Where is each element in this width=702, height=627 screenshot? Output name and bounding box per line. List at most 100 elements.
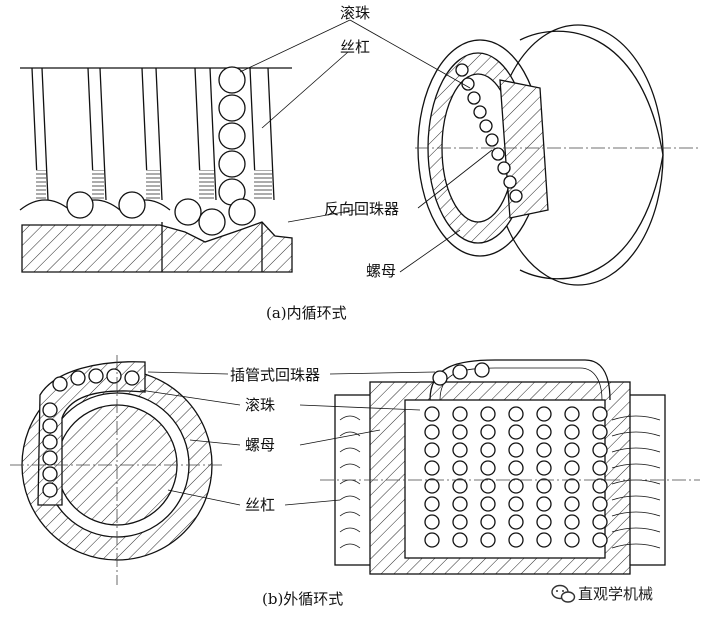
wechat-icon: [551, 584, 576, 603]
external-circulation-side-view: [320, 359, 700, 575]
ball: [118, 191, 146, 219]
screw-thread: [611, 447, 661, 453]
ball: [70, 370, 86, 386]
ball: [452, 496, 468, 512]
label-screw-a: 丝杠: [340, 38, 370, 56]
ball: [452, 514, 468, 530]
ball: [424, 406, 440, 422]
ball: [42, 466, 58, 482]
thread-shading: [254, 170, 272, 200]
label-deflector-a: 反向回珠器: [324, 200, 399, 218]
ball: [508, 478, 524, 494]
ball: [508, 496, 524, 512]
ball: [42, 482, 58, 498]
label-nut-b: 螺母: [245, 436, 275, 454]
ball: [88, 368, 104, 384]
internal-circulation-section: [19, 66, 293, 273]
screw-thread: [611, 511, 661, 517]
ball: [536, 424, 552, 440]
ball: [592, 460, 608, 476]
ball: [480, 514, 496, 530]
ball: [536, 406, 552, 422]
ball: [452, 424, 468, 440]
ball: [508, 406, 524, 422]
ball: [592, 532, 608, 548]
ball: [218, 150, 246, 178]
label-ball-b: 滚珠: [245, 396, 275, 414]
ball: [424, 442, 440, 458]
screw-thread: [611, 543, 661, 549]
thread-shading: [92, 170, 104, 200]
thread-shading: [36, 170, 46, 200]
screw-thread: [611, 495, 661, 501]
ball: [485, 133, 499, 147]
ball: [424, 496, 440, 512]
ball: [424, 478, 440, 494]
label-tube-return-b: 插管式回珠器: [230, 366, 320, 384]
ball: [42, 450, 58, 466]
screw-thread: [611, 415, 661, 421]
thread-shading: [199, 170, 214, 200]
ball: [124, 370, 140, 386]
ball: [461, 77, 475, 91]
ball: [536, 478, 552, 494]
ball: [564, 532, 580, 548]
ball: [452, 406, 468, 422]
ball: [491, 147, 505, 161]
ball: [508, 532, 524, 548]
ball: [480, 424, 496, 440]
caption-internal: (a)内循环式: [266, 304, 347, 322]
ball: [174, 198, 202, 226]
screw-thread: [339, 511, 361, 517]
screw-thread: [339, 447, 361, 453]
screw-thread: [339, 479, 361, 485]
ball: [452, 364, 468, 380]
ball: [480, 532, 496, 548]
ball: [42, 418, 58, 434]
ball: [424, 532, 440, 548]
thread-shading: [146, 170, 160, 200]
watermark: 直观学机械: [551, 584, 653, 603]
ball: [424, 460, 440, 476]
ball: [480, 442, 496, 458]
ball: [52, 376, 68, 392]
label-screw-b: 丝杠: [245, 496, 275, 514]
ball: [452, 442, 468, 458]
internal-circulation-nut: [415, 24, 700, 286]
ball: [508, 514, 524, 530]
ball: [592, 424, 608, 440]
ball: [592, 442, 608, 458]
label-ball-a: 滚珠: [340, 4, 370, 22]
ball: [509, 189, 523, 203]
ball: [474, 362, 490, 378]
leader-lines: [139, 19, 493, 506]
ball: [198, 208, 226, 236]
ball: [432, 370, 448, 386]
ball: [564, 442, 580, 458]
ball: [228, 198, 256, 226]
ball: [218, 122, 246, 150]
label-nut-a: 螺母: [366, 262, 396, 280]
ball: [536, 496, 552, 512]
ball: [592, 514, 608, 530]
screw-thread: [339, 543, 361, 549]
ball: [424, 424, 440, 440]
ball: [479, 119, 493, 133]
ball: [66, 191, 94, 219]
ball: [536, 532, 552, 548]
screw-thread: [611, 431, 661, 437]
ball: [452, 478, 468, 494]
screw-thread: [339, 495, 361, 501]
ball: [592, 478, 608, 494]
ball: [480, 460, 496, 476]
ball: [564, 496, 580, 512]
ball: [536, 460, 552, 476]
screw-thread: [339, 431, 361, 437]
ball: [452, 532, 468, 548]
ball: [508, 424, 524, 440]
ball: [106, 368, 122, 384]
ball: [592, 406, 608, 422]
screw-thread: [611, 463, 661, 469]
ball: [564, 478, 580, 494]
